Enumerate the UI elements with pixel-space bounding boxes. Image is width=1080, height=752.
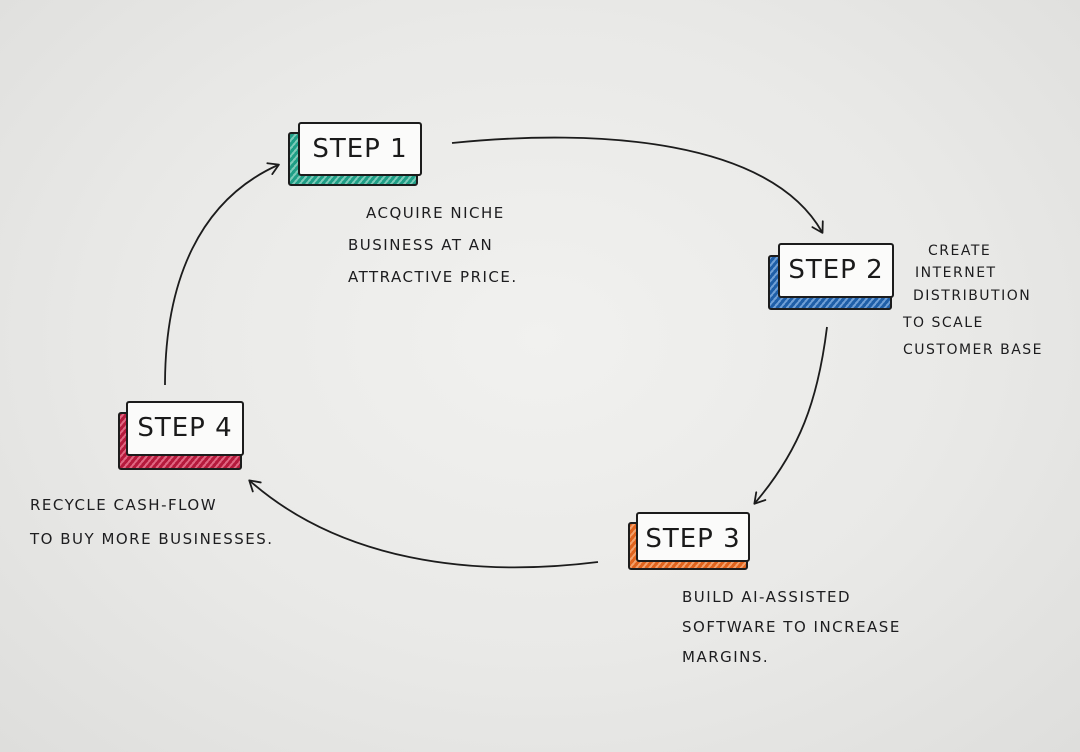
step-3-note-line: SOFTWARE TO INCREASE xyxy=(682,618,901,636)
arrow-step3-to-step4 xyxy=(248,479,599,569)
step-3-note-line: BUILD AI-ASSISTED xyxy=(682,588,852,606)
step-2-note: CREATE INTERNET DISTRIBUTION TO SCALE CU… xyxy=(903,238,1043,364)
step-2-note-line: INTERNET xyxy=(915,265,997,281)
step-3-note: BUILD AI-ASSISTED SOFTWARE TO INCREASE M… xyxy=(682,582,901,672)
step-2-note-line: DISTRIBUTION xyxy=(913,288,1032,304)
step-3-note-line: MARGINS. xyxy=(682,648,770,666)
step-3-label: STEP 3 xyxy=(645,524,741,554)
step-1-note-line: BUSINESS AT AN xyxy=(348,236,494,254)
arrow-step4-to-step1 xyxy=(164,162,280,386)
step-2-label: STEP 2 xyxy=(788,255,884,285)
step-1-label: STEP 1 xyxy=(312,134,408,164)
step-4-note-line: RECYCLE CASH-FLOW xyxy=(30,496,218,514)
step-2-note-line: TO SCALE xyxy=(903,315,984,331)
step-1-note-line: ACQUIRE NICHE xyxy=(366,204,505,222)
step-1-note-line: ATTRACTIVE PRICE. xyxy=(348,268,518,286)
step-4-box: STEP 4 xyxy=(126,401,244,456)
step-2-note-line: CUSTOMER BASE xyxy=(903,342,1043,358)
step-1-box: STEP 1 xyxy=(298,122,422,176)
step-1-note: ACQUIRE NICHE BUSINESS AT AN ATTRACTIVE … xyxy=(348,197,518,293)
step-4-label: STEP 4 xyxy=(137,413,233,443)
step-2-box: STEP 2 xyxy=(778,243,894,298)
step-2-note-line: CREATE xyxy=(928,243,992,259)
step-3-box: STEP 3 xyxy=(636,512,750,562)
step-4-note-line: TO BUY MORE BUSINESSES. xyxy=(30,530,274,548)
arrow-step2-to-step3 xyxy=(753,326,828,505)
step-4-note: RECYCLE CASH-FLOW TO BUY MORE BUSINESSES… xyxy=(30,488,274,556)
arrow-step1-to-step2 xyxy=(451,136,824,234)
